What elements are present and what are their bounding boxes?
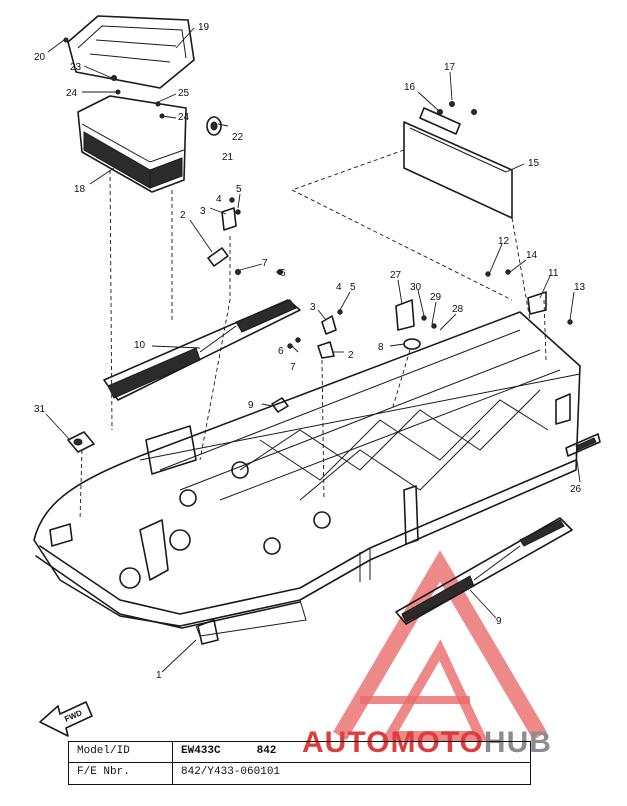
callout-3: 3 xyxy=(310,302,316,313)
callout-13: 13 xyxy=(574,282,586,293)
callout-14: 14 xyxy=(526,250,538,261)
callout-18: 18 xyxy=(74,184,86,195)
part-chassis-frame xyxy=(33,311,581,645)
part-bracket-31 xyxy=(67,431,95,453)
callout-10: 10 xyxy=(134,340,146,351)
callout-4: 4 xyxy=(216,194,222,205)
model-label: Model/ID xyxy=(69,742,173,763)
callout-16: 16 xyxy=(404,82,416,93)
watermark-logo xyxy=(333,550,547,741)
callout-11: 11 xyxy=(548,268,559,279)
hardware-middle xyxy=(207,197,573,413)
callout-5: 5 xyxy=(350,282,356,293)
model-id: EW433C xyxy=(181,745,221,757)
callout-31: 31 xyxy=(34,404,46,415)
callout-21: 21 xyxy=(222,152,234,163)
callout-2: 2 xyxy=(180,210,186,221)
callout-2: 2 xyxy=(348,350,354,361)
callout-9: 9 xyxy=(496,616,502,627)
fe-label: F/E Nbr. xyxy=(69,763,173,784)
model-code: 842 xyxy=(256,745,277,757)
forward-arrow-icon: FWD xyxy=(39,701,93,737)
callout-8: 8 xyxy=(378,342,384,353)
seat-fasteners xyxy=(63,37,165,119)
callout-15: 15 xyxy=(528,158,540,169)
callout-17: 17 xyxy=(444,62,456,73)
model-info-table: Model/ID EW433C 842 F/E Nbr. 842/Y433-06… xyxy=(68,741,531,785)
model-value-cell: EW433C 842 xyxy=(173,742,530,763)
part-seat-cushion xyxy=(67,15,195,89)
part-running-board-left xyxy=(103,299,301,401)
callout-24: 24 xyxy=(66,88,78,99)
callout-29: 29 xyxy=(430,292,442,303)
fe-value: 842/Y433-060101 xyxy=(181,766,281,778)
callout-leaders xyxy=(45,27,581,673)
part-seat-base xyxy=(77,95,187,193)
callout-25: 25 xyxy=(178,88,190,99)
callout-6: 6 xyxy=(280,268,286,279)
part-rail-26 xyxy=(565,433,601,457)
callout-24: 24 xyxy=(178,112,190,123)
callout-4: 4 xyxy=(336,282,342,293)
callout-23: 23 xyxy=(70,62,82,73)
callout-6: 6 xyxy=(278,346,284,357)
part-bracket-21 xyxy=(206,116,222,136)
callout-22: 22 xyxy=(232,132,244,143)
callout-7: 7 xyxy=(262,258,268,269)
part-panel-15 xyxy=(403,101,513,219)
callout-1: 1 xyxy=(156,670,162,681)
callout-7: 7 xyxy=(290,362,296,373)
callout-12: 12 xyxy=(498,236,510,247)
callout-26: 26 xyxy=(570,484,582,495)
callout-30: 30 xyxy=(410,282,422,293)
assembly-lines xyxy=(79,149,547,521)
callout-9: 9 xyxy=(248,400,254,411)
callout-labels: 19 20 23 24 25 24 22 21 18 16 17 15 4 5 … xyxy=(34,22,586,681)
part-running-board-right xyxy=(395,517,573,625)
callout-28: 28 xyxy=(452,304,464,315)
callout-5: 5 xyxy=(236,184,242,195)
callout-20: 20 xyxy=(34,52,46,63)
callout-19: 19 xyxy=(198,22,210,33)
callout-27: 27 xyxy=(390,270,402,281)
callout-3: 3 xyxy=(200,206,206,217)
watermark-text: AUTOMOTOHUB xyxy=(302,726,552,759)
